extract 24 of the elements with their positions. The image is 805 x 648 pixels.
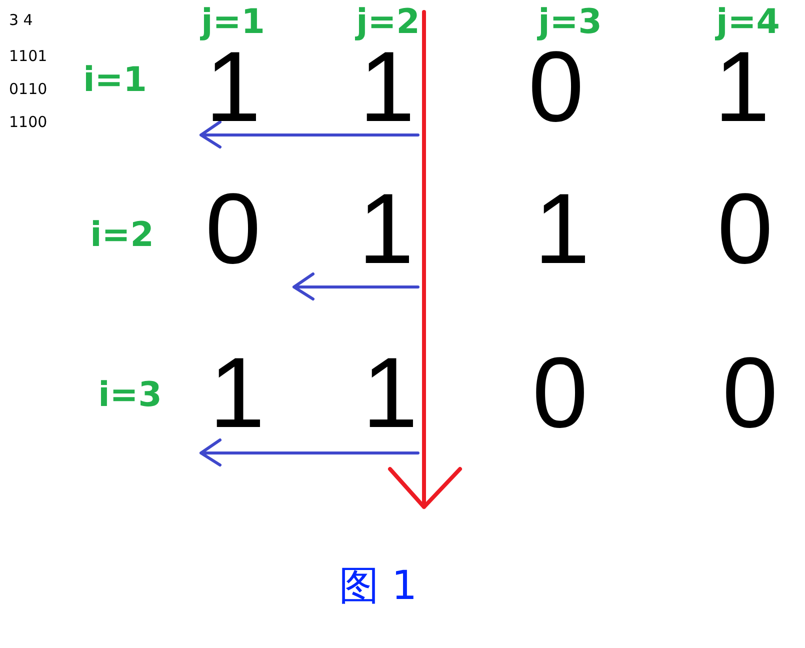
matrix-value: 0 xyxy=(717,189,773,269)
matrix-value: 0 xyxy=(205,189,261,269)
row-label: i=2 xyxy=(90,218,154,252)
row-label: i=3 xyxy=(98,378,162,412)
input-line: 1100 xyxy=(9,114,48,130)
matrix-value: 1 xyxy=(362,353,418,433)
matrix-value: 1 xyxy=(205,47,261,127)
matrix-value: 0 xyxy=(528,47,584,127)
column-label: j=3 xyxy=(538,5,602,39)
matrix-value: 1 xyxy=(359,47,415,127)
input-line: 3 4 xyxy=(9,12,33,28)
matrix-value: 1 xyxy=(358,189,414,269)
matrix-value: 1 xyxy=(534,189,590,269)
matrix-value: 1 xyxy=(209,353,265,433)
matrix-value: 0 xyxy=(532,353,588,433)
matrix-value: 0 xyxy=(722,353,778,433)
row-label: i=1 xyxy=(83,63,147,97)
column-label: j=2 xyxy=(356,5,420,39)
column-label: j=1 xyxy=(201,5,265,39)
input-line: 0110 xyxy=(9,80,48,98)
figure-caption: 图 1 xyxy=(338,564,418,608)
input-line: 1101 xyxy=(9,48,48,64)
column-label: j=4 xyxy=(716,5,780,39)
matrix-value: 1 xyxy=(714,47,770,127)
